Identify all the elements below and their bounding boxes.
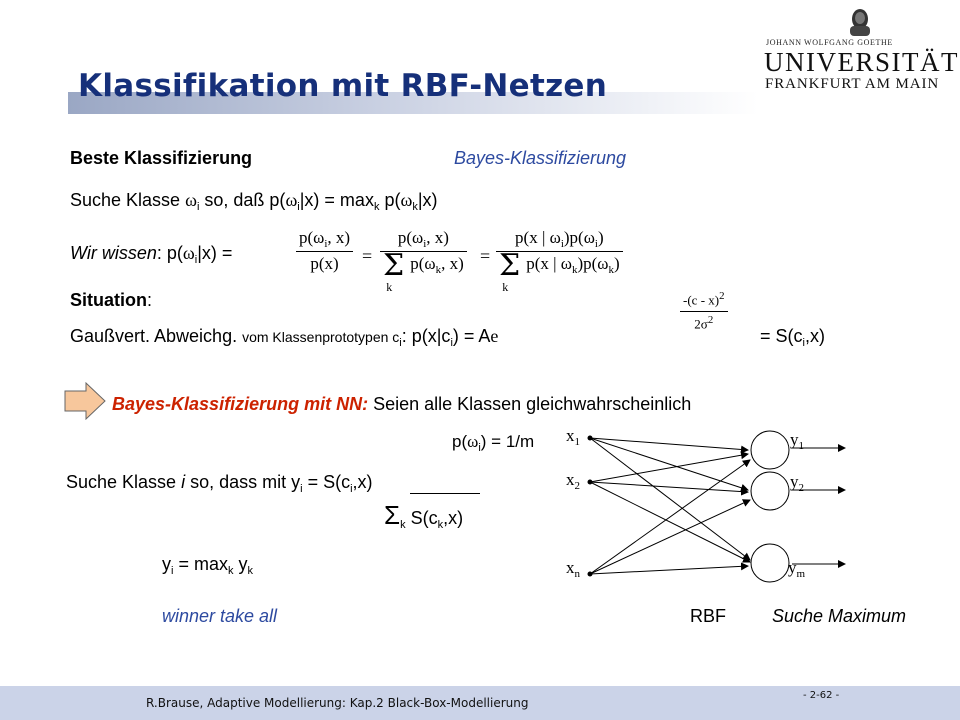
output-label-2: y2	[790, 472, 804, 494]
search-rbf-line: Suche Klasse i so, dass mit yi = S(ci,x)	[66, 472, 373, 495]
slide-title: Klassifikation mit RBF-Netzen	[78, 68, 608, 104]
heading-beste-klassifizierung: Beste Klassifizierung	[70, 148, 253, 168]
situation-heading: Situation:	[70, 290, 153, 310]
rbf-network-diagram	[587, 430, 846, 583]
goethe-portrait-icon	[850, 9, 870, 36]
equals-sign-2: =	[480, 246, 491, 266]
input-label-2: x2	[566, 470, 580, 492]
output-label-1: y1	[790, 430, 804, 452]
gauss-line: Gaußvert. Abweichg. vom Klassenprototype…	[70, 326, 499, 349]
fraction-bar	[410, 493, 480, 494]
sum-denominator: Σk S(ck,x)	[384, 500, 464, 531]
search-maximum-label: Suche Maximum	[772, 606, 907, 626]
equals-sign-1: =	[362, 246, 373, 266]
max-line: yi = maxk yk	[162, 554, 253, 577]
title-underline-bar	[68, 92, 758, 114]
input-label-1: x1	[566, 426, 580, 448]
heading-bayes-klassifizierung: Bayes-Klassifizierung	[454, 148, 627, 168]
winner-take-all-label: winner take all	[162, 606, 278, 626]
bayes-fraction-1: p(ωi, x)p(x)	[296, 228, 354, 274]
input-node-1	[587, 435, 593, 441]
nn-statement: Bayes-Klassifizierung mit NN: Seien alle…	[112, 394, 692, 414]
logo-line-3: FRANKFURT AM MAIN	[765, 76, 940, 92]
output-label-m: ym	[788, 558, 806, 580]
gauss-rhs: = S(ci,x)	[760, 326, 825, 349]
input-node-n	[587, 571, 593, 577]
university-logo: JOHANN WOLFGANG GOETHE UNIVERSITÄT FRANK…	[762, 6, 957, 106]
right-arrow-icon	[64, 382, 106, 420]
bayes-fraction-2: p(ωi, x)Σkp(ωk, x)	[380, 228, 467, 294]
logo-line-1: JOHANN WOLFGANG GOETHE	[766, 38, 893, 47]
footer-text: R.Brause, Adaptive Modellierung: Kap.2 B…	[146, 696, 529, 710]
input-label-n: xn	[566, 558, 580, 580]
rbf-neuron-m	[750, 543, 790, 583]
bayes-fraction-3: p(x | ωi)p(ωi)Σkp(x | ωk)p(ωk)	[496, 228, 623, 294]
logo-line-2: UNIVERSITÄT	[764, 47, 959, 77]
input-node-2	[587, 479, 593, 485]
prior-probability: p(ωi) = 1/m	[452, 432, 535, 454]
rbf-label: RBF	[690, 606, 726, 626]
page-number: - 2-62 -	[803, 690, 840, 701]
search-class-line: Suche Klasse ωi so, daß p(ωi|x) = maxk p…	[70, 190, 438, 213]
rbf-neuron-1	[750, 430, 790, 470]
footer-bar	[0, 686, 960, 720]
sum-symbol: Σ	[383, 248, 405, 283]
bayes-formula-lhs: Wir wissen: p(ωi|x) =	[70, 243, 233, 266]
rbf-neuron-2	[750, 471, 790, 511]
